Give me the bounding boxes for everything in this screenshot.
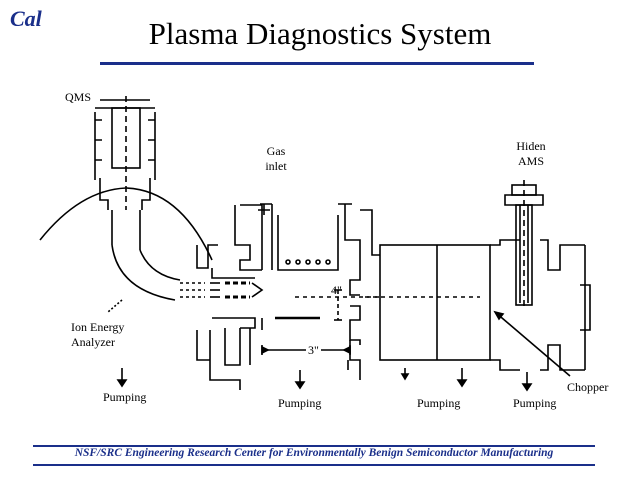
pumping-label-4: Pumping (513, 396, 557, 410)
gas-inlet (258, 203, 339, 271)
qms-label: QMS (65, 90, 92, 104)
page-title: Plasma Diagnostics System (148, 16, 492, 51)
ion-energy-analyzer (107, 281, 264, 313)
qms-assembly (39, 96, 213, 301)
footer-rule-top (33, 445, 595, 447)
footer-rule-bottom (33, 464, 595, 466)
hiden-ams-label: Hiden AMS (508, 139, 554, 169)
title-underline (100, 62, 534, 65)
pumping-arrows (116, 368, 533, 392)
right-chamber (365, 239, 591, 371)
ion-energy-analyzer-label-line1: Ion Energy (71, 320, 125, 334)
hiden-ams-probe (504, 180, 544, 310)
cal-logo: Cal (10, 6, 42, 31)
dimension-3-label: 3" (306, 343, 321, 358)
hiden-ams-label-line2: AMS (517, 154, 544, 168)
pumping-label-2: Pumping (278, 396, 322, 410)
central-chamber (295, 203, 380, 380)
gas-inlet-label: Gas inlet (255, 144, 297, 174)
gas-inlet-label-line2: inlet (265, 159, 287, 173)
ion-energy-analyzer-label: Ion Energy Analyzer (71, 320, 124, 350)
ion-energy-analyzer-label-line2: Analyzer (71, 335, 115, 349)
footer-text: NSF/SRC Engineering Research Center for … (74, 447, 554, 459)
gas-inlet-label-line1: Gas (266, 144, 286, 158)
chopper-label: Chopper (567, 380, 609, 394)
hiden-ams-label-line1: Hiden (516, 139, 546, 153)
pumping-label-3: Pumping (417, 396, 461, 410)
dimension-4-label: 4" (331, 283, 342, 297)
pumping-label-1: Pumping (103, 390, 147, 404)
